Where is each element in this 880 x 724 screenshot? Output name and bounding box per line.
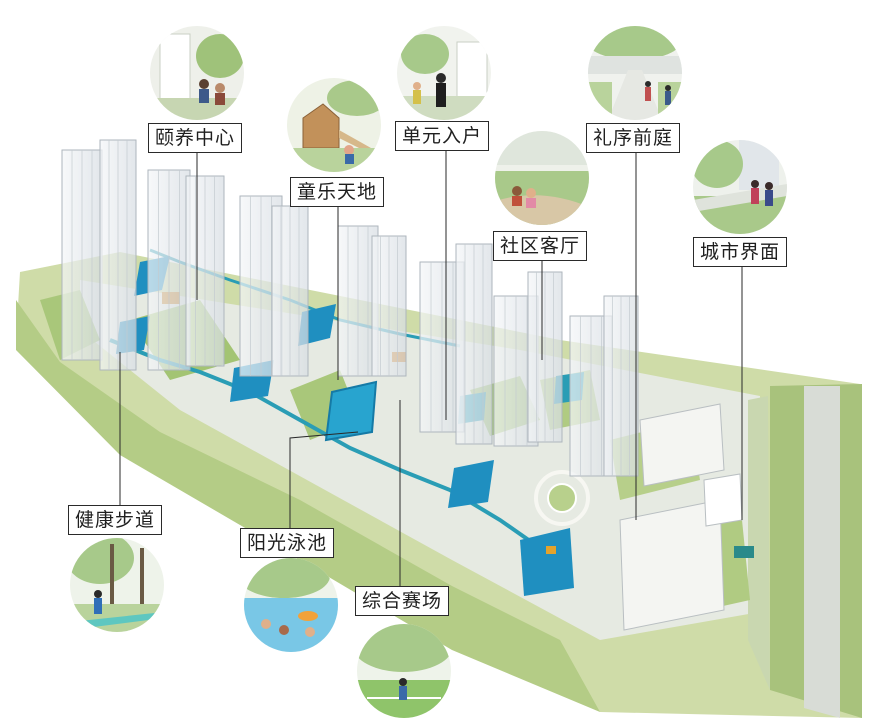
court-accent xyxy=(546,546,556,554)
community-lounge-vignette xyxy=(495,131,589,225)
residential-towers xyxy=(61,139,639,477)
label-elderly-care: 颐养中心 xyxy=(148,123,243,153)
city-side-buildings xyxy=(619,403,754,631)
sports-court-water xyxy=(520,528,574,596)
label-unit-entrance: 单元入户 xyxy=(395,121,490,151)
ceremonial-court-vignette xyxy=(588,26,682,120)
road-verge xyxy=(748,396,770,690)
fitness-trail-vignette xyxy=(70,538,164,632)
road-asphalt xyxy=(804,386,840,718)
elderly-care-vignette xyxy=(150,26,244,120)
label-community-lounge: 社区客厅 xyxy=(493,231,588,261)
city-interface-vignette xyxy=(693,140,787,234)
outer-lawn-band xyxy=(16,300,600,712)
label-sunshine-pool: 阳光泳池 xyxy=(240,528,335,558)
circular-garden-inner xyxy=(547,483,577,513)
water-feature xyxy=(448,460,494,508)
label-fitness-trail: 健康步道 xyxy=(68,505,163,535)
sunshine-pool-vignette xyxy=(244,558,338,652)
label-city-interface: 城市界面 xyxy=(693,237,788,267)
sunshine-pool-water xyxy=(324,380,378,442)
unit-entrance-vignette xyxy=(397,26,491,120)
label-ceremonial-court: 礼序前庭 xyxy=(586,123,681,153)
children-play-vignette xyxy=(287,78,381,172)
label-children-play: 童乐天地 xyxy=(290,177,385,207)
leader-pool xyxy=(289,431,359,530)
circular-garden xyxy=(534,470,590,526)
sports-court-vignette xyxy=(357,624,451,718)
label-sports-court: 综合赛场 xyxy=(355,586,450,616)
